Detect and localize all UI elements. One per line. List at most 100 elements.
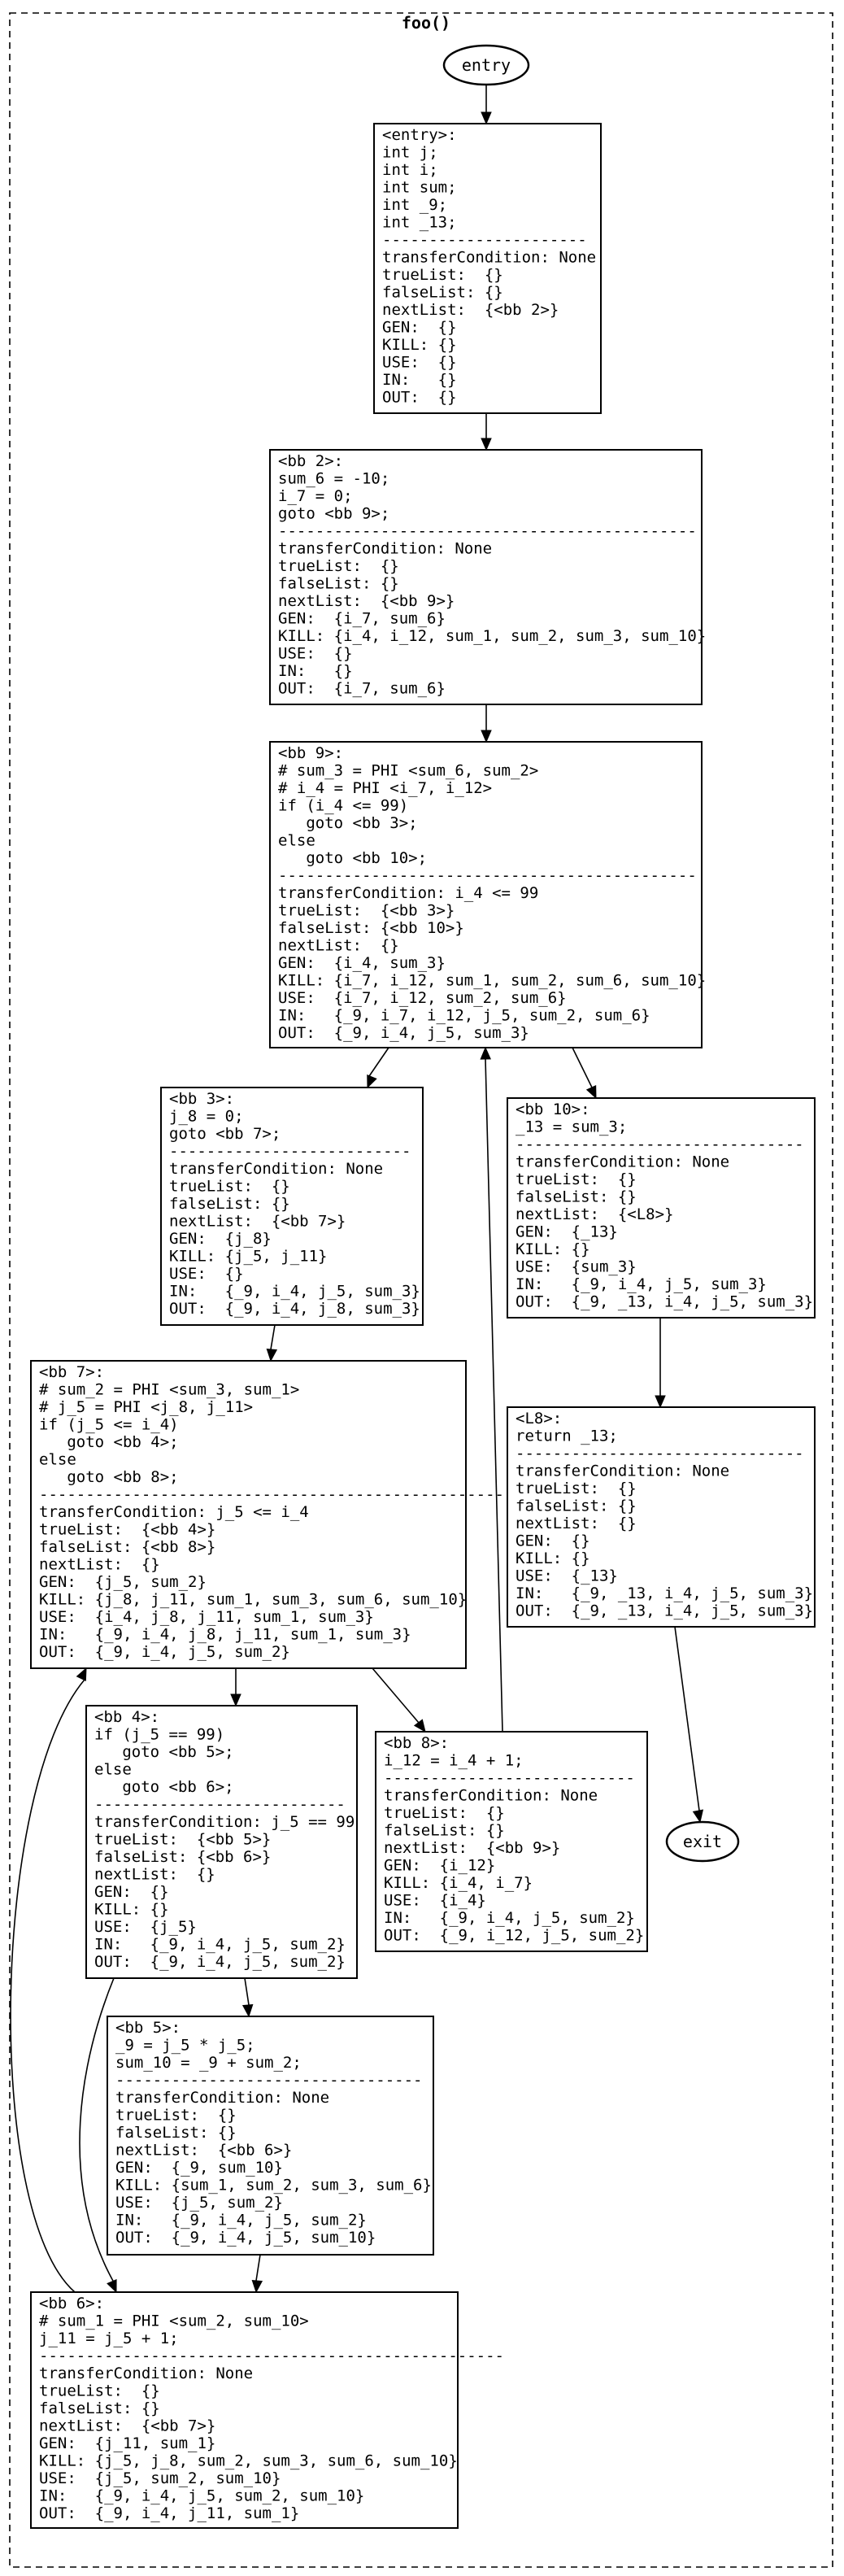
block-bb6-border — [30, 2291, 459, 2529]
block-bb3-line: KILL: {j_5, j_11} — [169, 1248, 327, 1266]
entry-ellipse — [442, 44, 530, 86]
block-entry-line: KILL: {} — [382, 336, 457, 354]
edge-bb4-to-bb5-arrowhead — [241, 2003, 254, 2018]
block-L8-line: trueList: {} — [516, 1480, 637, 1497]
block-bb6-line: nextList: {<bb 7>} — [39, 2417, 215, 2435]
block-bb7-line: goto <bb 8>; — [39, 1468, 179, 1486]
edge-bb7-to-bb8-arrowhead — [413, 1719, 426, 1733]
block-bb9-line: ----------------------------------------… — [278, 867, 697, 885]
block-bb6-line: KILL: {j_5, j_8, sum_2, sum_3, sum_6, su… — [39, 2452, 458, 2470]
block-entry-border — [373, 123, 602, 414]
edge-entryblock-to-bb2 — [481, 413, 492, 451]
block-bb5-line: sum_10 = _9 + sum_2; — [115, 2054, 302, 2072]
entry-label: entry — [462, 55, 511, 75]
block-entry-line: OUT: {} — [382, 389, 457, 407]
block-bb2-line: trueList: {} — [278, 557, 399, 575]
block-bb5-line: transferCondition: None — [115, 2089, 329, 2107]
block-entry-line: USE: {} — [382, 354, 457, 372]
edge-bb8-to-bb9 — [480, 1046, 503, 1733]
block-entry-line: trueList: {} — [382, 266, 503, 284]
block-bb5-line: KILL: {sum_1, sum_2, sum_3, sum_6} — [115, 2177, 432, 2195]
block-bb4-line: --------------------------- — [94, 1796, 346, 1814]
edge-entryblock-to-bb2-arrowhead — [481, 438, 492, 451]
block-bb4-line: IN: {_9, i_4, j_5, sum_2} — [94, 1936, 346, 1954]
block-bb2-line: transferCondition: None — [278, 540, 492, 558]
block-bb9-line: else — [278, 832, 315, 850]
edge-L8-to-exit-path — [674, 1626, 700, 1811]
edge-bb4-to-bb6-path — [79, 1977, 115, 2283]
block-bb6: <bb 6>:# sum_1 = PHI <sum_2, sum_10>j_11… — [30, 2291, 504, 2529]
block-bb3-line: <bb 3>: — [169, 1090, 234, 1108]
block-bb9-line: if (i_4 <= 99) — [278, 797, 408, 815]
block-bb2-line: <bb 2>: — [278, 452, 343, 470]
block-bb2-line: IN: {} — [278, 662, 353, 680]
block-L8-line: falseList: {} — [516, 1497, 637, 1515]
block-bb2-line: sum_6 = -10; — [278, 470, 389, 488]
edge-bb9-to-bb3 — [367, 1047, 389, 1089]
block-bb8-line: i_12 = i_4 + 1; — [384, 1752, 524, 1770]
block-L8-line: USE: {_13} — [516, 1567, 618, 1585]
block-bb8-line: <bb 8>: — [384, 1734, 449, 1752]
block-bb5-line: GEN: {_9, sum_10} — [115, 2159, 283, 2177]
block-bb3-line: goto <bb 7>; — [169, 1125, 281, 1143]
block-bb9-border — [269, 741, 703, 1048]
block-bb3-line: transferCondition: None — [169, 1160, 383, 1178]
block-bb3-line: falseList: {} — [169, 1195, 290, 1213]
edge-bb7-to-bb8-path — [372, 1667, 420, 1724]
edge-bb6-to-bb7-arrowhead — [76, 1667, 87, 1681]
block-bb8-line: IN: {_9, i_4, j_5, sum_2} — [384, 1909, 635, 1927]
block-bb8-line: GEN: {i_12} — [384, 1857, 495, 1875]
edge-bb5-to-bb6-arrowhead — [251, 2279, 263, 2294]
block-bb10-line: KILL: {} — [516, 1240, 590, 1258]
block-L8-line: transferCondition: None — [516, 1462, 729, 1480]
edge-bb4-to-bb6-arrowhead — [107, 2279, 117, 2294]
block-bb10-line: ------------------------------- — [516, 1135, 804, 1153]
block-bb2-line: USE: {} — [278, 645, 353, 663]
block-bb3-border — [160, 1087, 424, 1326]
block-bb5: <bb 5>:_9 = j_5 * j_5;sum_10 = _9 + sum_… — [107, 2016, 434, 2256]
block-bb7-line: falseList: {<bb 8>} — [39, 1538, 215, 1556]
block-bb9-line: trueList: {<bb 3>} — [278, 902, 455, 920]
block-bb5-line: IN: {_9, i_4, j_5, sum_2} — [115, 2212, 367, 2229]
block-bb7-line: OUT: {_9, i_4, j_5, sum_2} — [39, 1643, 290, 1661]
block-bb8-line: OUT: {_9, i_12, j_5, sum_2} — [384, 1927, 644, 1945]
block-bb9-line: nextList: {} — [278, 937, 399, 955]
block-bb5-line: --------------------------------- — [115, 2072, 423, 2090]
edge-bb10-to-L8 — [655, 1318, 666, 1409]
block-bb2-line: nextList: {<bb 9>} — [278, 592, 455, 610]
block-entry-line: int i; — [382, 161, 438, 179]
block-bb7-line: ----------------------------------------… — [39, 1486, 504, 1504]
block-bb7-line: if (j_5 <= i_4) — [39, 1416, 179, 1434]
block-L8-line: <L8>: — [516, 1410, 562, 1427]
edge-bb9-to-bb3-arrowhead — [367, 1074, 377, 1089]
block-bb7-line: # j_5 = PHI <j_8, j_11> — [39, 1398, 253, 1416]
block-bb5-line: OUT: {_9, i_4, j_5, sum_10} — [115, 2229, 376, 2247]
block-bb2-line: goto <bb 9>; — [278, 505, 389, 523]
block-bb3-line: trueList: {} — [169, 1178, 290, 1196]
block-bb10-line: transferCondition: None — [516, 1153, 729, 1171]
edge-bb8-to-bb9-path — [485, 1058, 503, 1733]
block-bb2-border — [269, 449, 703, 705]
edge-bb7-to-bb4 — [230, 1668, 241, 1707]
block-bb9-line: goto <bb 3>; — [278, 814, 418, 832]
block-entry-line: falseList: {} — [382, 284, 503, 302]
block-bb7-line: # sum_2 = PHI <sum_3, sum_1> — [39, 1381, 299, 1399]
block-bb10-line: USE: {sum_3} — [516, 1258, 637, 1276]
block-bb10-line: trueList: {} — [516, 1170, 637, 1188]
function-cluster-border — [9, 12, 833, 2568]
block-bb4-line: KILL: {} — [94, 1901, 169, 1919]
block-bb9-line: <bb 9>: — [278, 744, 343, 762]
block-bb7-line: USE: {i_4, j_8, j_11, sum_1, sum_3} — [39, 1608, 374, 1626]
block-L8: <L8>:return _13;------------------------… — [507, 1406, 816, 1628]
edge-bb4-to-bb5-path — [244, 1977, 250, 2006]
block-bb4-line: <bb 4>: — [94, 1708, 159, 1726]
edge-bb4-to-bb6 — [79, 1977, 117, 2294]
block-bb10-line: GEN: {_13} — [516, 1223, 618, 1241]
block-bb10-line: _13 = sum_3; — [516, 1118, 627, 1136]
block-bb8-line: USE: {i_4} — [384, 1892, 486, 1910]
block-bb6-line: USE: {j_5, sum_2, sum_10} — [39, 2469, 281, 2487]
block-bb6-line: falseList: {} — [39, 2399, 160, 2417]
block-entry-line: nextList: {<bb 2>} — [382, 301, 559, 319]
block-L8-line: GEN: {} — [516, 1532, 590, 1550]
block-bb9-line: transferCondition: i_4 <= 99 — [278, 884, 538, 902]
